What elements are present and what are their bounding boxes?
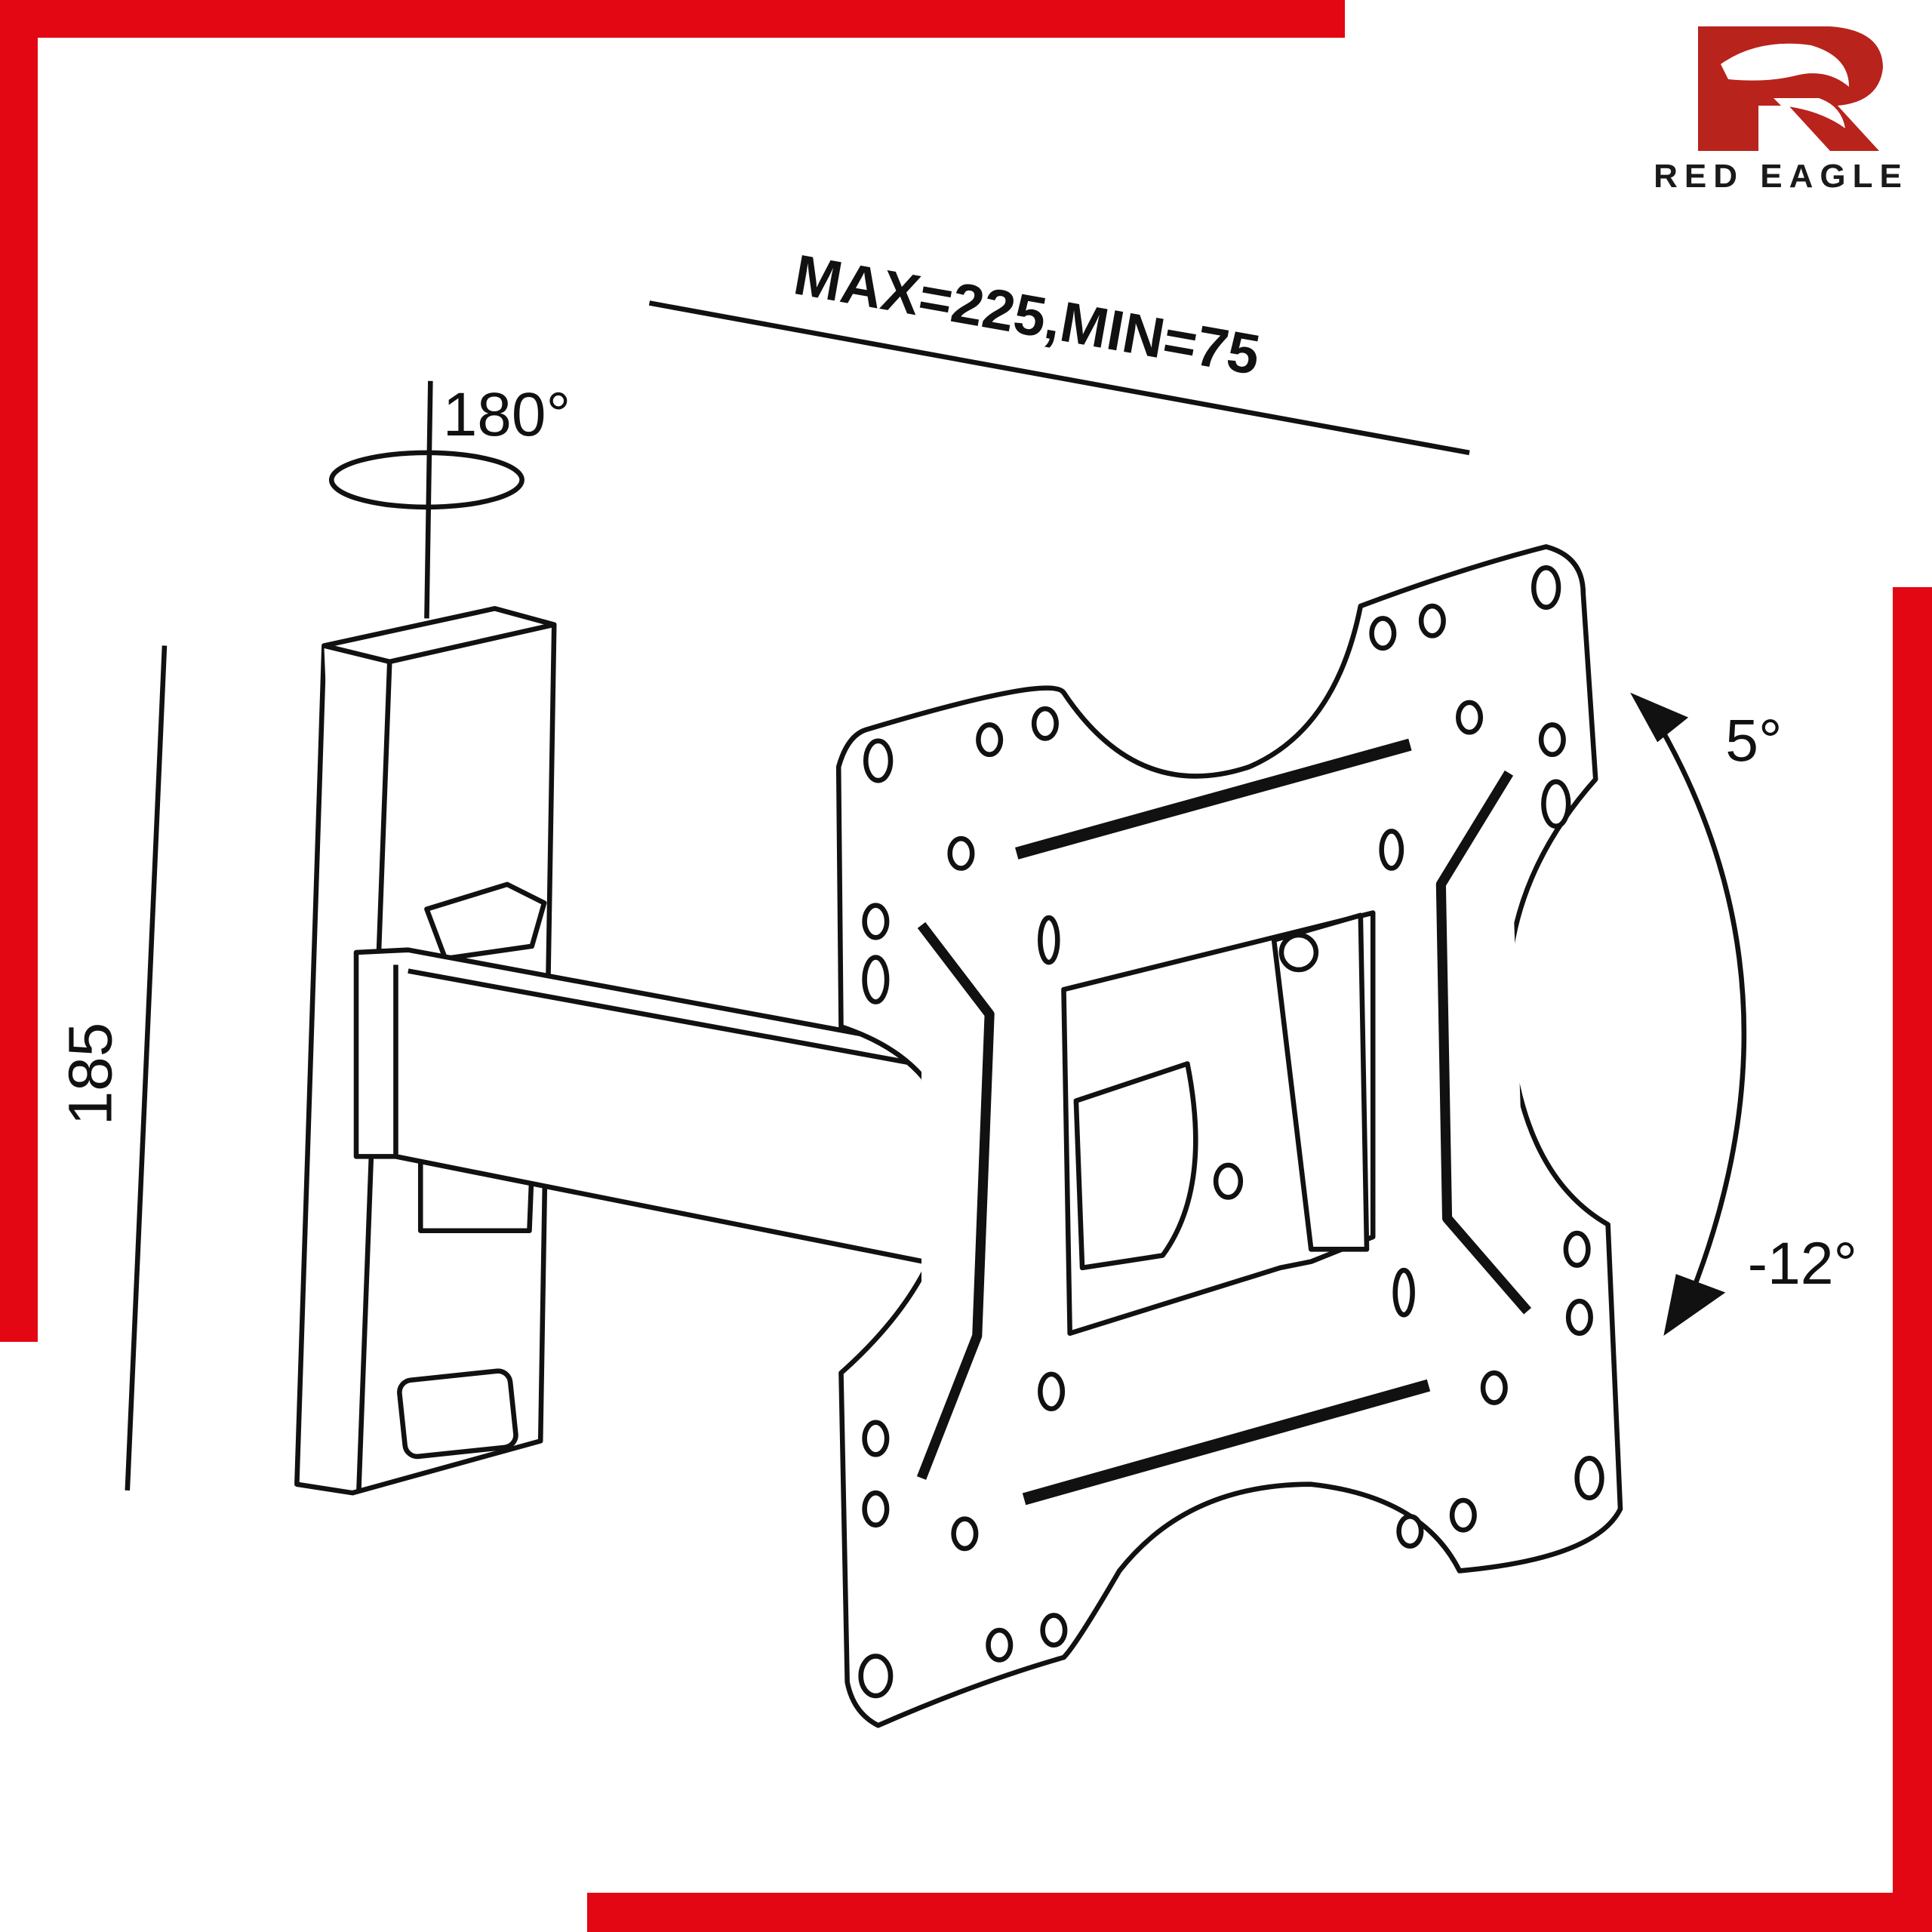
width-label: MAX=225,MIN=75 bbox=[789, 242, 1264, 386]
brand-logo: RED EAGLE bbox=[1630, 23, 1932, 195]
height-label: 185 bbox=[57, 1023, 125, 1126]
vesa-plate bbox=[835, 544, 1623, 1728]
frame-bottom-bar bbox=[587, 1893, 1932, 1932]
frame-top-bar bbox=[0, 0, 1345, 38]
frame-right-bar bbox=[1893, 587, 1932, 1932]
frame-left-bar bbox=[0, 0, 38, 1342]
tilt-down-arrowhead bbox=[1663, 1274, 1726, 1337]
eagle-r-logo-icon bbox=[1698, 26, 1883, 151]
tilt-up-arrowhead bbox=[1630, 692, 1689, 743]
tilt-up-label: 5° bbox=[1725, 707, 1782, 774]
tilt-arc bbox=[1649, 709, 1747, 1312]
width-dimension-line bbox=[648, 300, 1470, 456]
rotation-axis-line bbox=[424, 380, 433, 619]
brand-name: RED EAGLE bbox=[1654, 158, 1909, 195]
height-dimension-line bbox=[125, 645, 168, 1491]
tilt-down-label: -12° bbox=[1748, 1230, 1857, 1297]
rotation-ellipse bbox=[328, 450, 525, 510]
rotation-label: 180° bbox=[443, 380, 571, 449]
